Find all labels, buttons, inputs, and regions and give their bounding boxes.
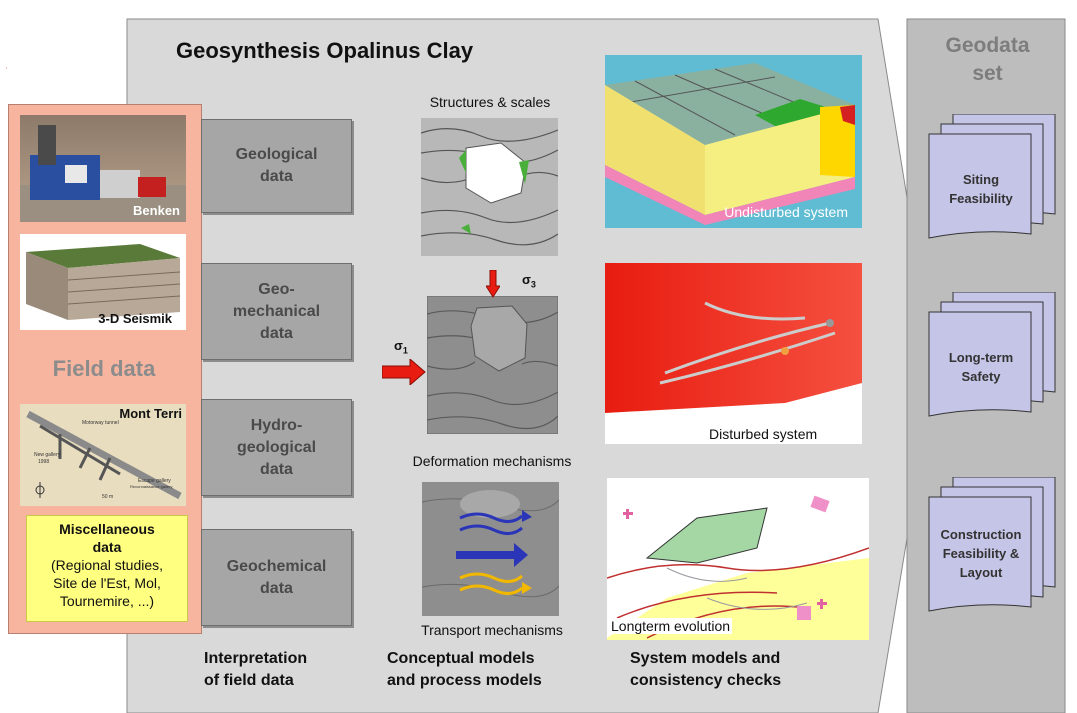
doc-stack-2 [928, 292, 1056, 417]
footer-interpretation: Interpretation of field data [204, 650, 308, 689]
page-title: Geosynthesis Opalinus Clay [176, 38, 474, 63]
doc-stack-1 [928, 114, 1056, 239]
longterm-drawing [607, 495, 869, 640]
longterm-label: Longterm evolution [609, 618, 733, 634]
geomechanical-data-box: Geo- mechanical data [201, 263, 352, 360]
doc-longterm-label: Long-term Safety [948, 350, 1014, 384]
structures-image [420, 118, 559, 256]
mont-terri-drawing [26, 410, 182, 500]
footer-system: System models and consistency checks [630, 650, 782, 689]
disturbed-image: Disturbed system [605, 263, 862, 444]
mont-terri-newgallery: New gallery [34, 452, 61, 458]
deformation-image [426, 295, 559, 435]
mont-terri-year: 1998 [38, 459, 50, 465]
geochemical-data-box: Geochemical data [201, 529, 352, 626]
benken-label: Benken [133, 203, 180, 218]
transport-caption: Transport mechanisms [421, 622, 563, 638]
sigma3-arrow [486, 270, 500, 298]
geodata-title: Geodata set [945, 34, 1030, 85]
mont-terri-label: Mont Terri [119, 406, 182, 421]
geological-data-box: Geological data [201, 119, 352, 213]
svg-text:': ' [6, 68, 7, 74]
deformation-caption: Deformation mechanisms [412, 453, 572, 469]
doc-siting-feasibility: Siting Feasibility [925, 114, 1065, 244]
mont-terri-motorway: Motorway tunnel [82, 420, 119, 426]
undisturbed-drawing [605, 63, 855, 225]
misc-data-body: (Regional studies, Site de l'Est, Mol, T… [50, 557, 164, 609]
misc-data-title: Miscellaneous data [59, 521, 155, 555]
mont-terri-scale: 50 m [102, 494, 114, 500]
transport-drawing [421, 482, 560, 616]
hydrogeological-data-box: Hydro- geological data [201, 399, 352, 496]
undisturbed-label: Undisturbed system [724, 204, 848, 220]
field-data-title: Field data [52, 356, 156, 381]
mont-terri-escape: Escape gallery [138, 478, 171, 484]
doc-construction-feasibility: Construction Feasibility & Layout [925, 477, 1065, 617]
mont-terri-recon: Reconnaissance gallery [130, 484, 173, 489]
doc-construction-label: Construction Feasibility & Layout [940, 527, 1022, 580]
sigma1-arrow [382, 359, 426, 385]
transport-image [421, 482, 560, 616]
seismik-image: 3-D Seismik [20, 234, 186, 330]
longterm-image: Longterm evolution [607, 478, 869, 640]
sigma3-label: σ3 [522, 272, 536, 290]
disturbed-label: Disturbed system [705, 426, 822, 442]
structures-drawing [420, 118, 559, 256]
benken-image [20, 115, 186, 222]
sigma1-label: σ1 [394, 338, 408, 356]
misc-data-box: Miscellaneous data (Regional studies, Si… [26, 515, 188, 622]
disturbed-drawing [605, 263, 862, 444]
seismik-cube [26, 244, 181, 320]
seismik-label: 3-D Seismik [98, 311, 172, 326]
doc-longterm-safety: Long-term Safety [925, 292, 1065, 422]
deformation-drawing [426, 295, 559, 435]
undisturbed-image: Undisturbed system [605, 55, 862, 228]
footer-conceptual: Conceptual models and process models [387, 650, 542, 689]
mont-terri-map: Motorway tunnel New gallery 1998 Escape … [20, 404, 186, 506]
doc-siting-label: Siting Feasibility [949, 172, 1013, 206]
doc-stack-3 [928, 477, 1056, 612]
benken-photo: Benken [20, 115, 186, 222]
structures-caption: Structures & scales [429, 94, 551, 110]
